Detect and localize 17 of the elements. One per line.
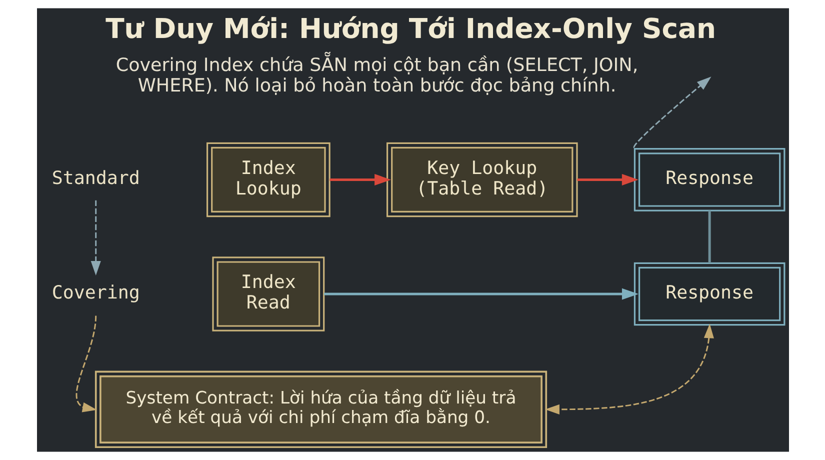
node-text: Covering bbox=[51, 282, 140, 304]
node-text: Standard bbox=[51, 168, 140, 190]
arrow bbox=[75, 316, 96, 412]
node-box: Key Lookup (Table Read) bbox=[386, 142, 578, 218]
arrow bbox=[576, 174, 638, 186]
node-box: Index Lookup bbox=[206, 142, 330, 218]
diagram-title: Tư Duy Mới: Hướng Tới Index-Only Scan bbox=[105, 14, 716, 46]
node-box: Index Read bbox=[212, 256, 324, 332]
arrow bbox=[544, 324, 714, 414]
node-box: Response bbox=[633, 148, 785, 212]
arrow bbox=[324, 288, 638, 300]
arrow bbox=[632, 76, 711, 148]
arrow bbox=[90, 200, 100, 276]
node-box: System Contract: Lời hứa của tầng dữ liệu trả về kết quả với chi phí chạm đĩa bằng 0. bbox=[94, 370, 547, 448]
arrow bbox=[329, 174, 391, 186]
node-box: Response bbox=[633, 262, 785, 326]
connector bbox=[708, 210, 710, 263]
